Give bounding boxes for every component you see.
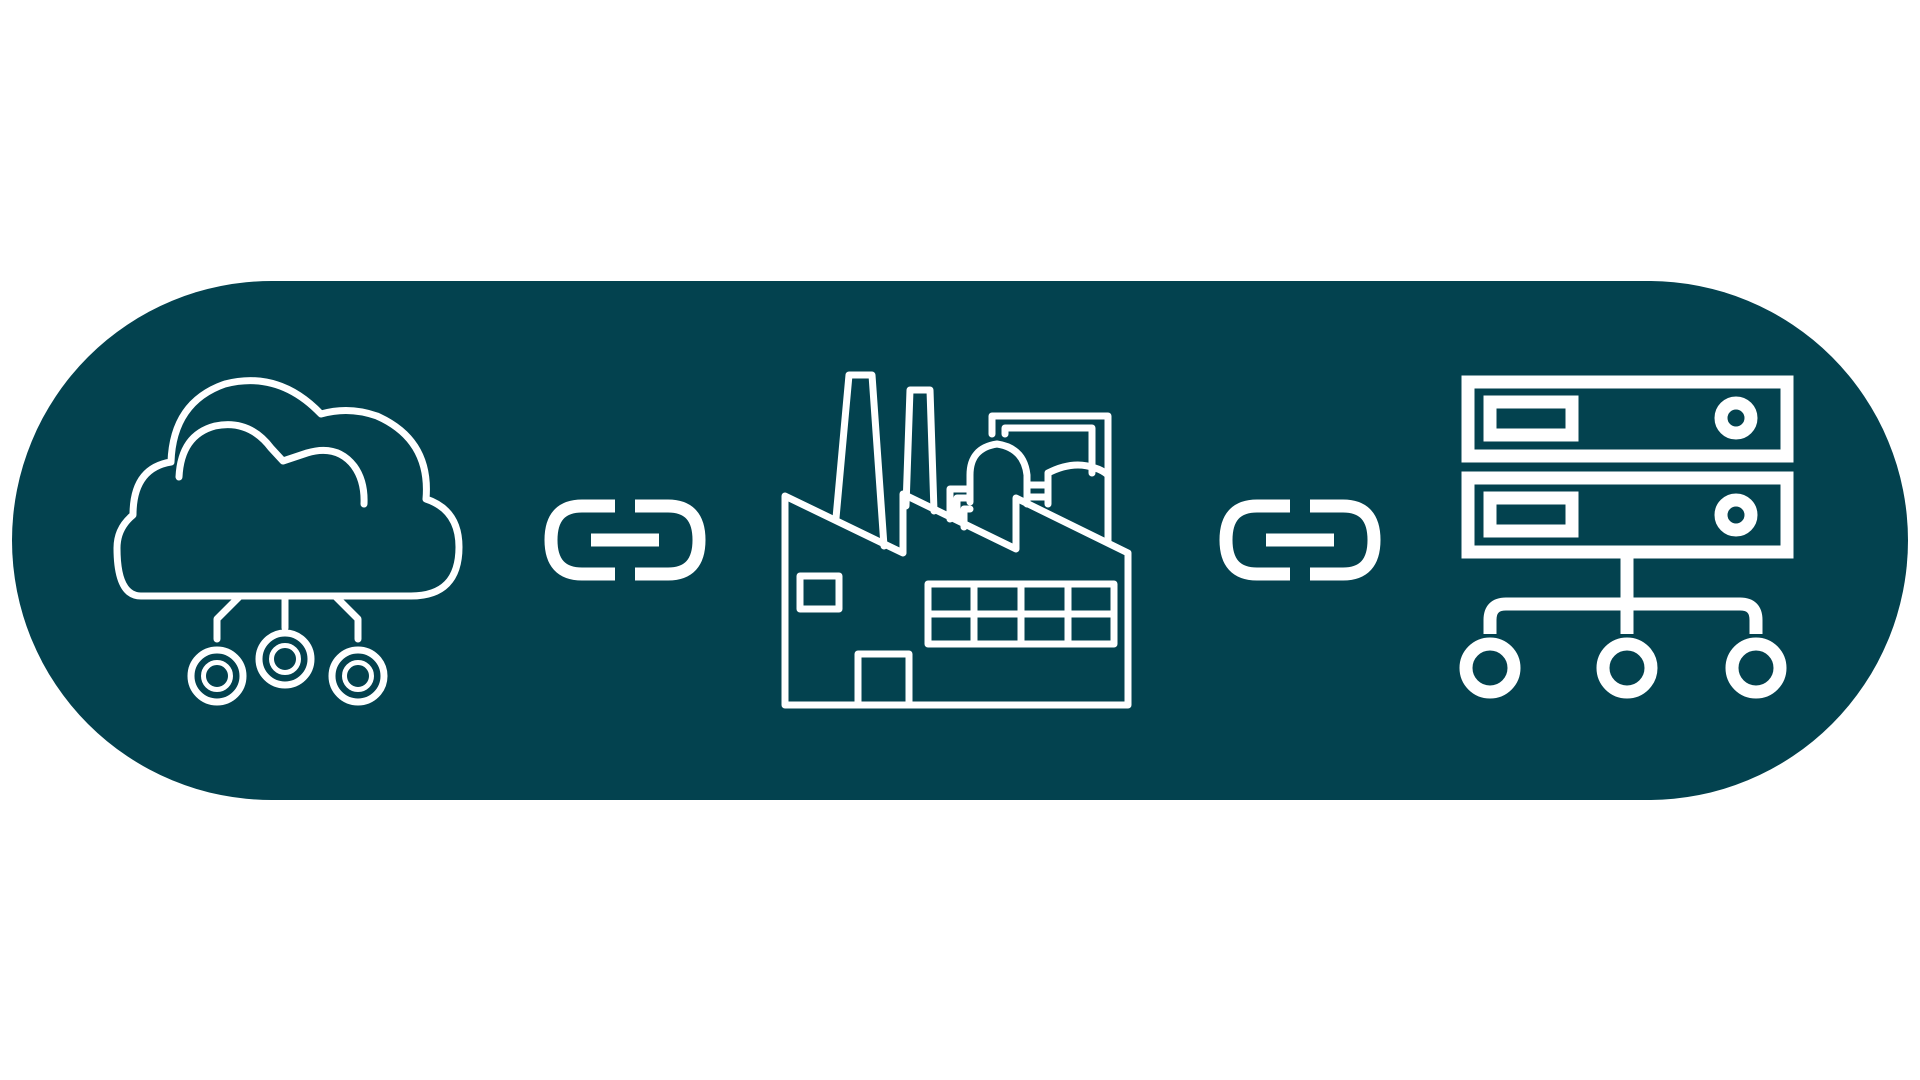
chain-link-icon [544,499,706,581]
server-network-icon [1459,375,1794,699]
chain-link-icon [1219,499,1381,581]
factory-icon [781,371,1132,709]
connection-banner [12,281,1908,800]
cloud-network-icon [113,377,463,706]
